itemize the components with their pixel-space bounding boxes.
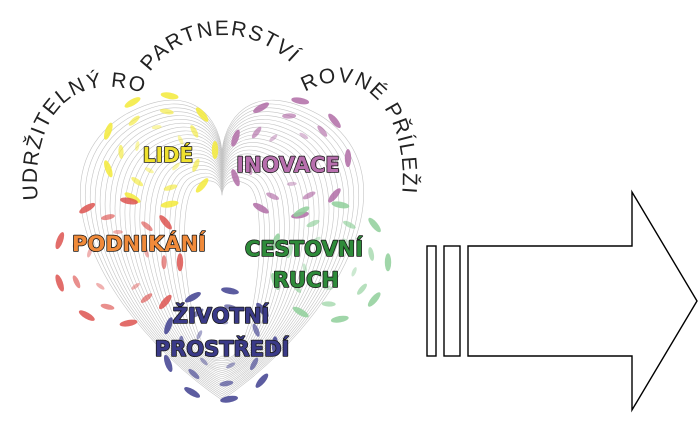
blob-dash	[254, 372, 271, 390]
arc-label-partnerstvi: PARTNERSTVÍ	[136, 17, 304, 75]
blob-dash	[302, 190, 317, 201]
label-cestovni: CESTOVNÍ	[245, 236, 363, 261]
blob-dash	[287, 182, 297, 187]
right-arrow-icon	[427, 192, 697, 410]
blob-dash	[159, 108, 174, 116]
blob-dash	[252, 201, 271, 216]
label-podnikani: PODNIKÁNÍ	[72, 231, 206, 256]
blob-dash	[367, 247, 375, 262]
blob-dash	[140, 220, 154, 233]
blob-dash	[355, 282, 368, 296]
blob-dash	[95, 282, 105, 291]
blob-dash	[291, 96, 310, 105]
blob-dash	[220, 395, 239, 404]
blob-dash	[102, 159, 114, 178]
blob-dash	[183, 290, 202, 304]
blob-dash	[322, 301, 336, 307]
blob-dash	[161, 255, 166, 269]
blob-dash	[151, 125, 161, 130]
blob-dash	[345, 149, 351, 167]
blob-dash	[366, 216, 382, 234]
blob-dash	[130, 175, 144, 187]
label-inovace: INOVACE	[236, 153, 340, 177]
blob-dash	[265, 191, 280, 202]
blob-dash	[268, 133, 278, 143]
arrow-bar-1	[427, 246, 436, 356]
arrow-body	[468, 192, 697, 410]
label-prostredi: PROSTŘEDÍ	[155, 336, 290, 361]
arrow-bar-2	[444, 246, 460, 356]
blob-dash	[54, 231, 66, 250]
blob-dash	[183, 385, 202, 400]
blob-dash	[77, 308, 96, 323]
blob-dash	[54, 273, 66, 292]
blob-dash	[100, 303, 115, 311]
blob-dash	[71, 274, 82, 289]
label-lide: LIDÉ	[143, 143, 193, 167]
label-ruch: RUCH	[273, 268, 339, 292]
blob-dash	[212, 141, 218, 159]
blob-dash	[350, 266, 357, 277]
label-zivotni: ŽIVOTNÍ	[173, 303, 270, 328]
blob-dash	[157, 293, 174, 311]
blob-dash	[385, 253, 391, 271]
blob-dash	[221, 286, 240, 296]
blob-dash	[144, 166, 155, 174]
blob-dash	[342, 219, 357, 230]
blob-dash	[163, 183, 178, 192]
blob-dash	[160, 91, 179, 100]
blob-dash	[118, 145, 124, 159]
blob-dash	[330, 315, 349, 324]
blob-dash	[366, 291, 383, 309]
blob-dash	[194, 106, 210, 124]
heart-line	[184, 181, 259, 358]
blob-dash	[101, 213, 116, 221]
blob-dash	[194, 176, 210, 194]
